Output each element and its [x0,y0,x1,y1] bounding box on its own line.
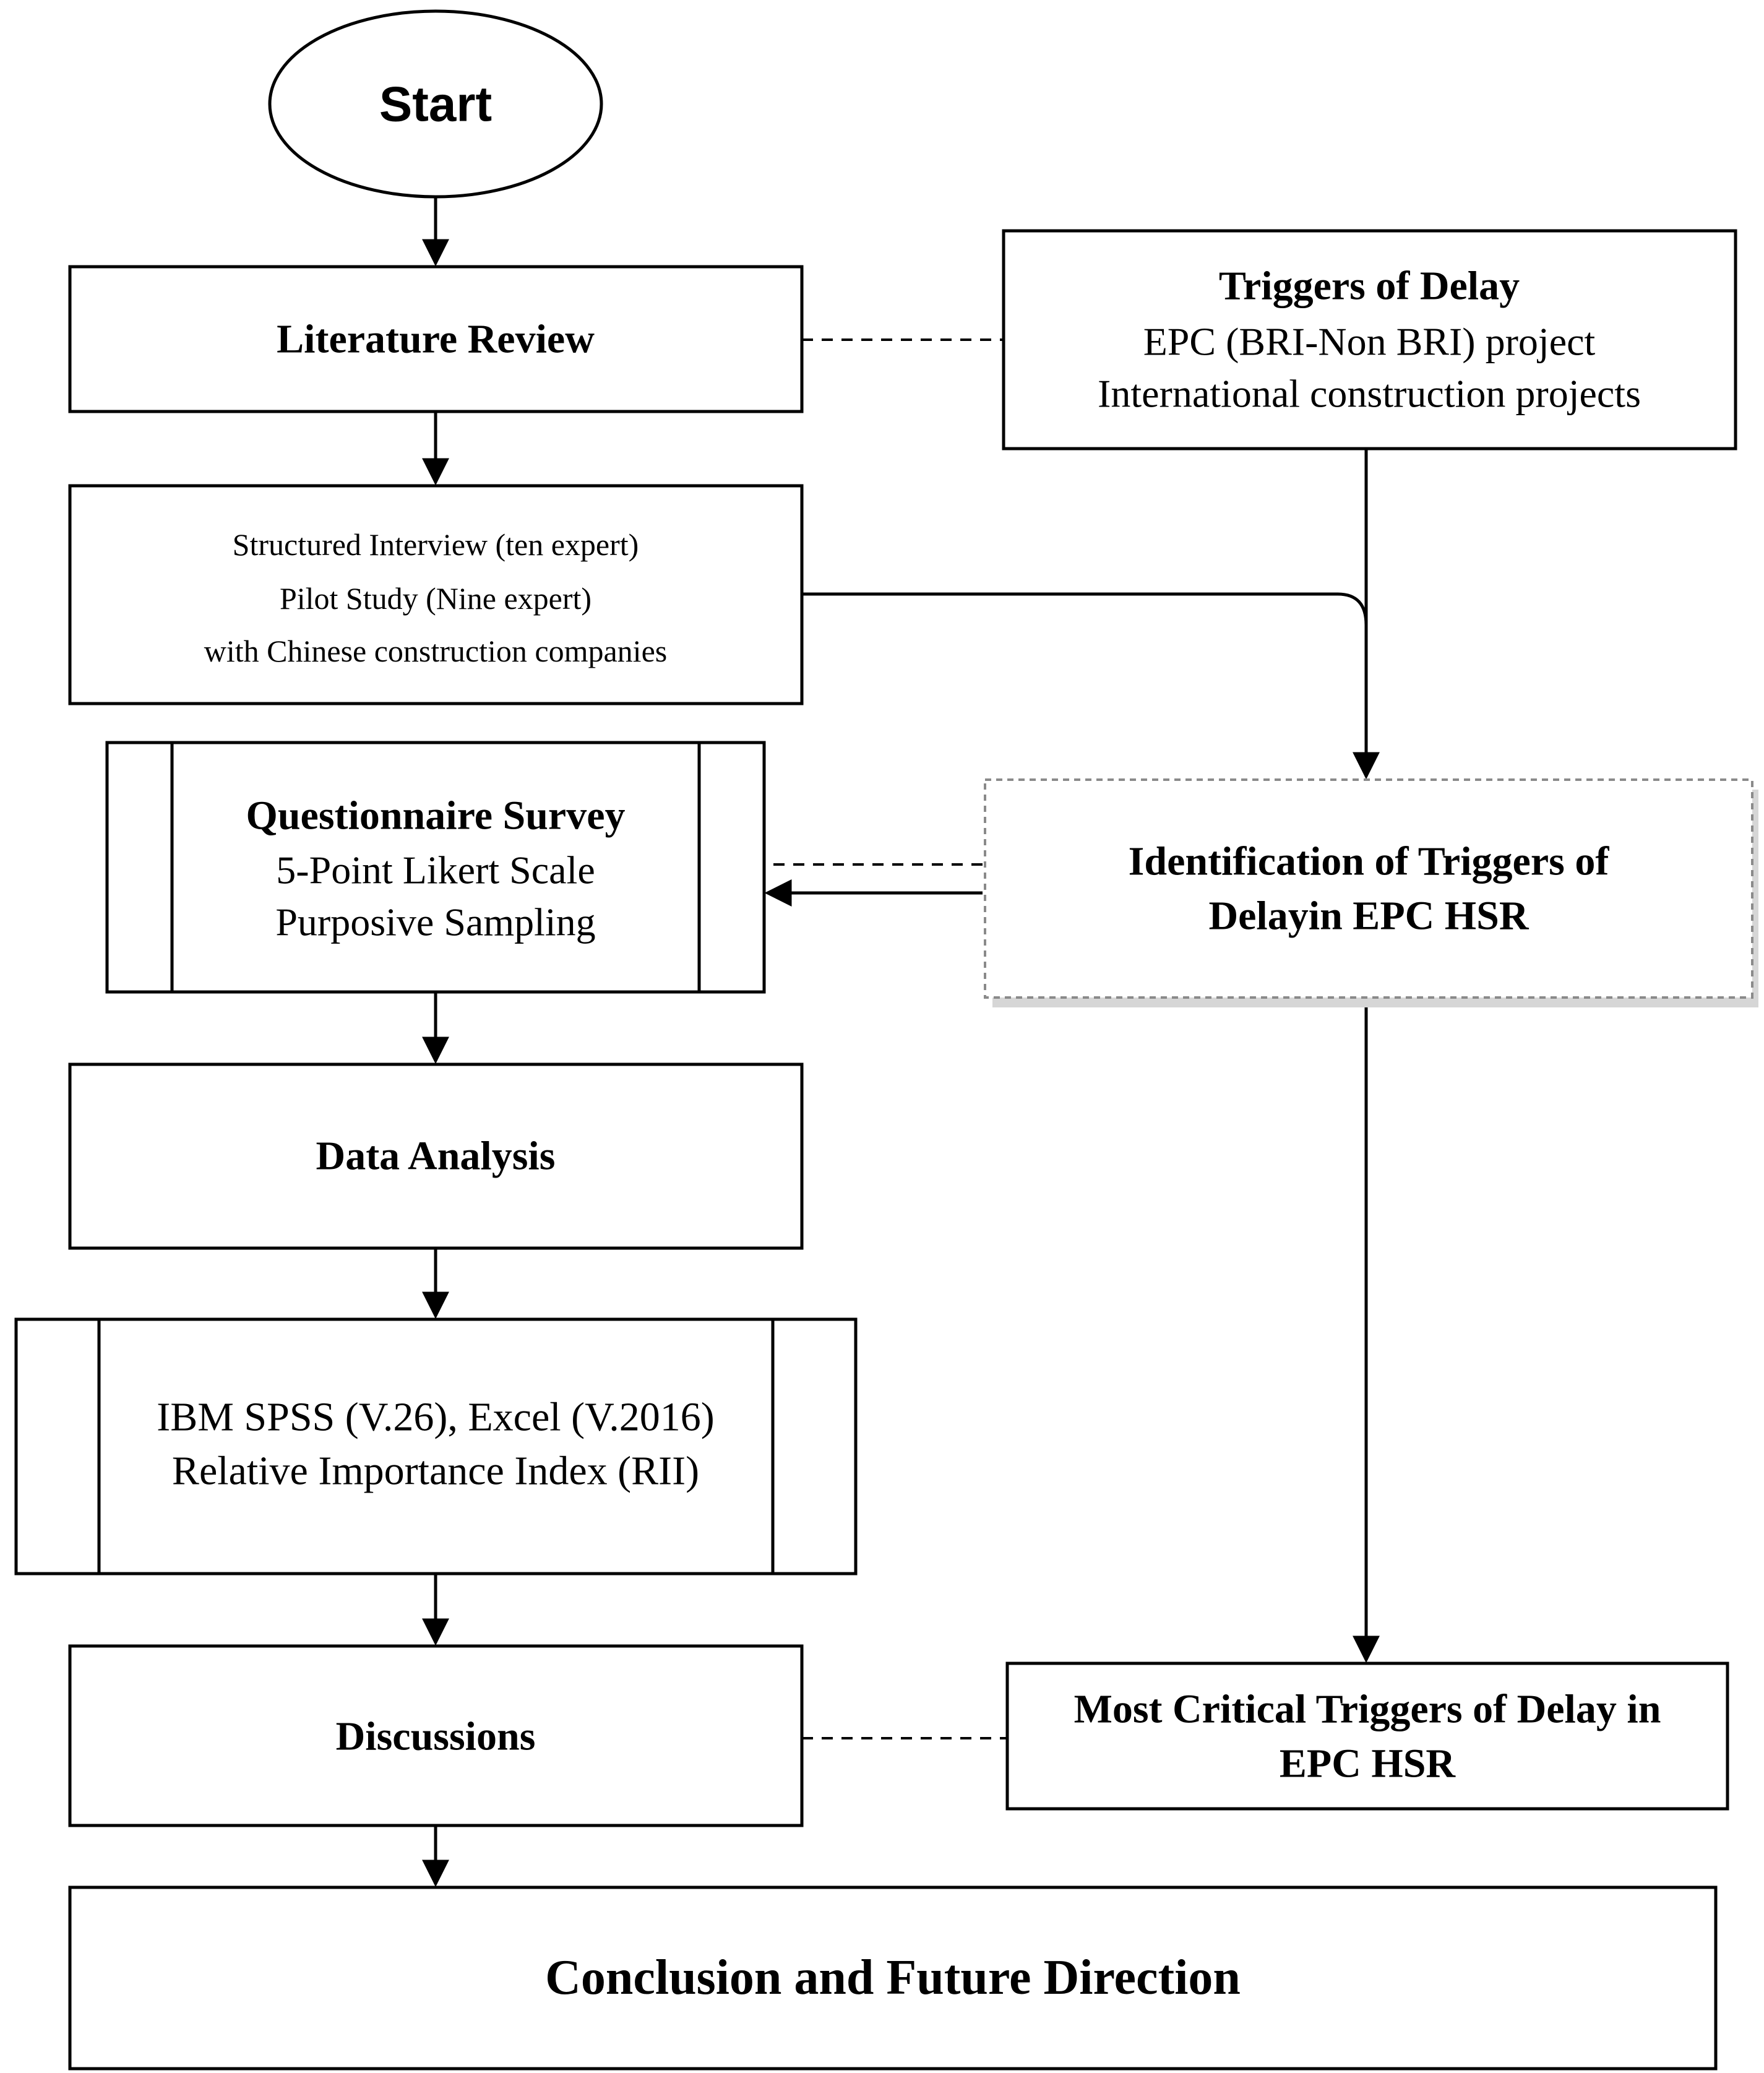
triggers-of-delay-line2: International construction projects [1098,372,1641,416]
start-label: Start [379,77,492,132]
edge-interview-to-identification [802,592,1368,626]
identification-line1: Identification of Triggers of [1129,839,1610,884]
connectors [422,197,1380,1887]
node-most-critical: Most Critical Triggers of Delay in EPC H… [1005,1661,1729,1811]
questionnaire-title: Questionnaire Survey [246,793,626,838]
questionnaire-line1: 5-Point Likert Scale [276,848,595,892]
node-discussions: Discussions [68,1644,804,1827]
interview-line2: Pilot Study (Nine expert) [280,581,592,616]
node-conclusion: Conclusion and Future Direction [68,1886,1718,2071]
most-critical-line1: Most Critical Triggers of Delay in [1074,1687,1661,1732]
discussions-label: Discussions [336,1714,536,1759]
literature-review-label: Literature Review [277,317,595,362]
node-tools: IBM SPSS (V.26), Excel (V.2016) Relative… [14,1317,858,1575]
tools-line2: Relative Importance Index (RII) [172,1449,699,1494]
interview-line3: with Chinese construction companies [204,634,667,668]
tools-line1: IBM SPSS (V.26), Excel (V.2016) [157,1395,714,1440]
node-triggers-of-delay: Triggers of Delay EPC (BRI-Non BRI) proj… [1002,229,1737,450]
node-data-analysis: Data Analysis [68,1062,804,1250]
triggers-of-delay-title: Triggers of Delay [1219,264,1520,309]
node-identification: Identification of Triggers of Delayin EP… [984,778,1758,1007]
data-analysis-label: Data Analysis [316,1134,556,1179]
interview-line1: Structured Interview (ten expert) [233,527,639,562]
node-questionnaire: Questionnaire Survey 5-Point Likert Scal… [105,741,766,994]
most-critical-line2: EPC HSR [1280,1741,1456,1786]
node-start: Start [268,9,603,199]
node-literature-review: Literature Review [68,265,804,413]
conclusion-label: Conclusion and Future Direction [545,1950,1241,2005]
identification-line2: Delayin EPC HSR [1208,894,1529,939]
node-interview: Structured Interview (ten expert) Pilot … [68,484,804,705]
questionnaire-line2: Purposive Sampling [275,900,595,944]
triggers-of-delay-line1: EPC (BRI-Non BRI) project [1143,320,1596,364]
